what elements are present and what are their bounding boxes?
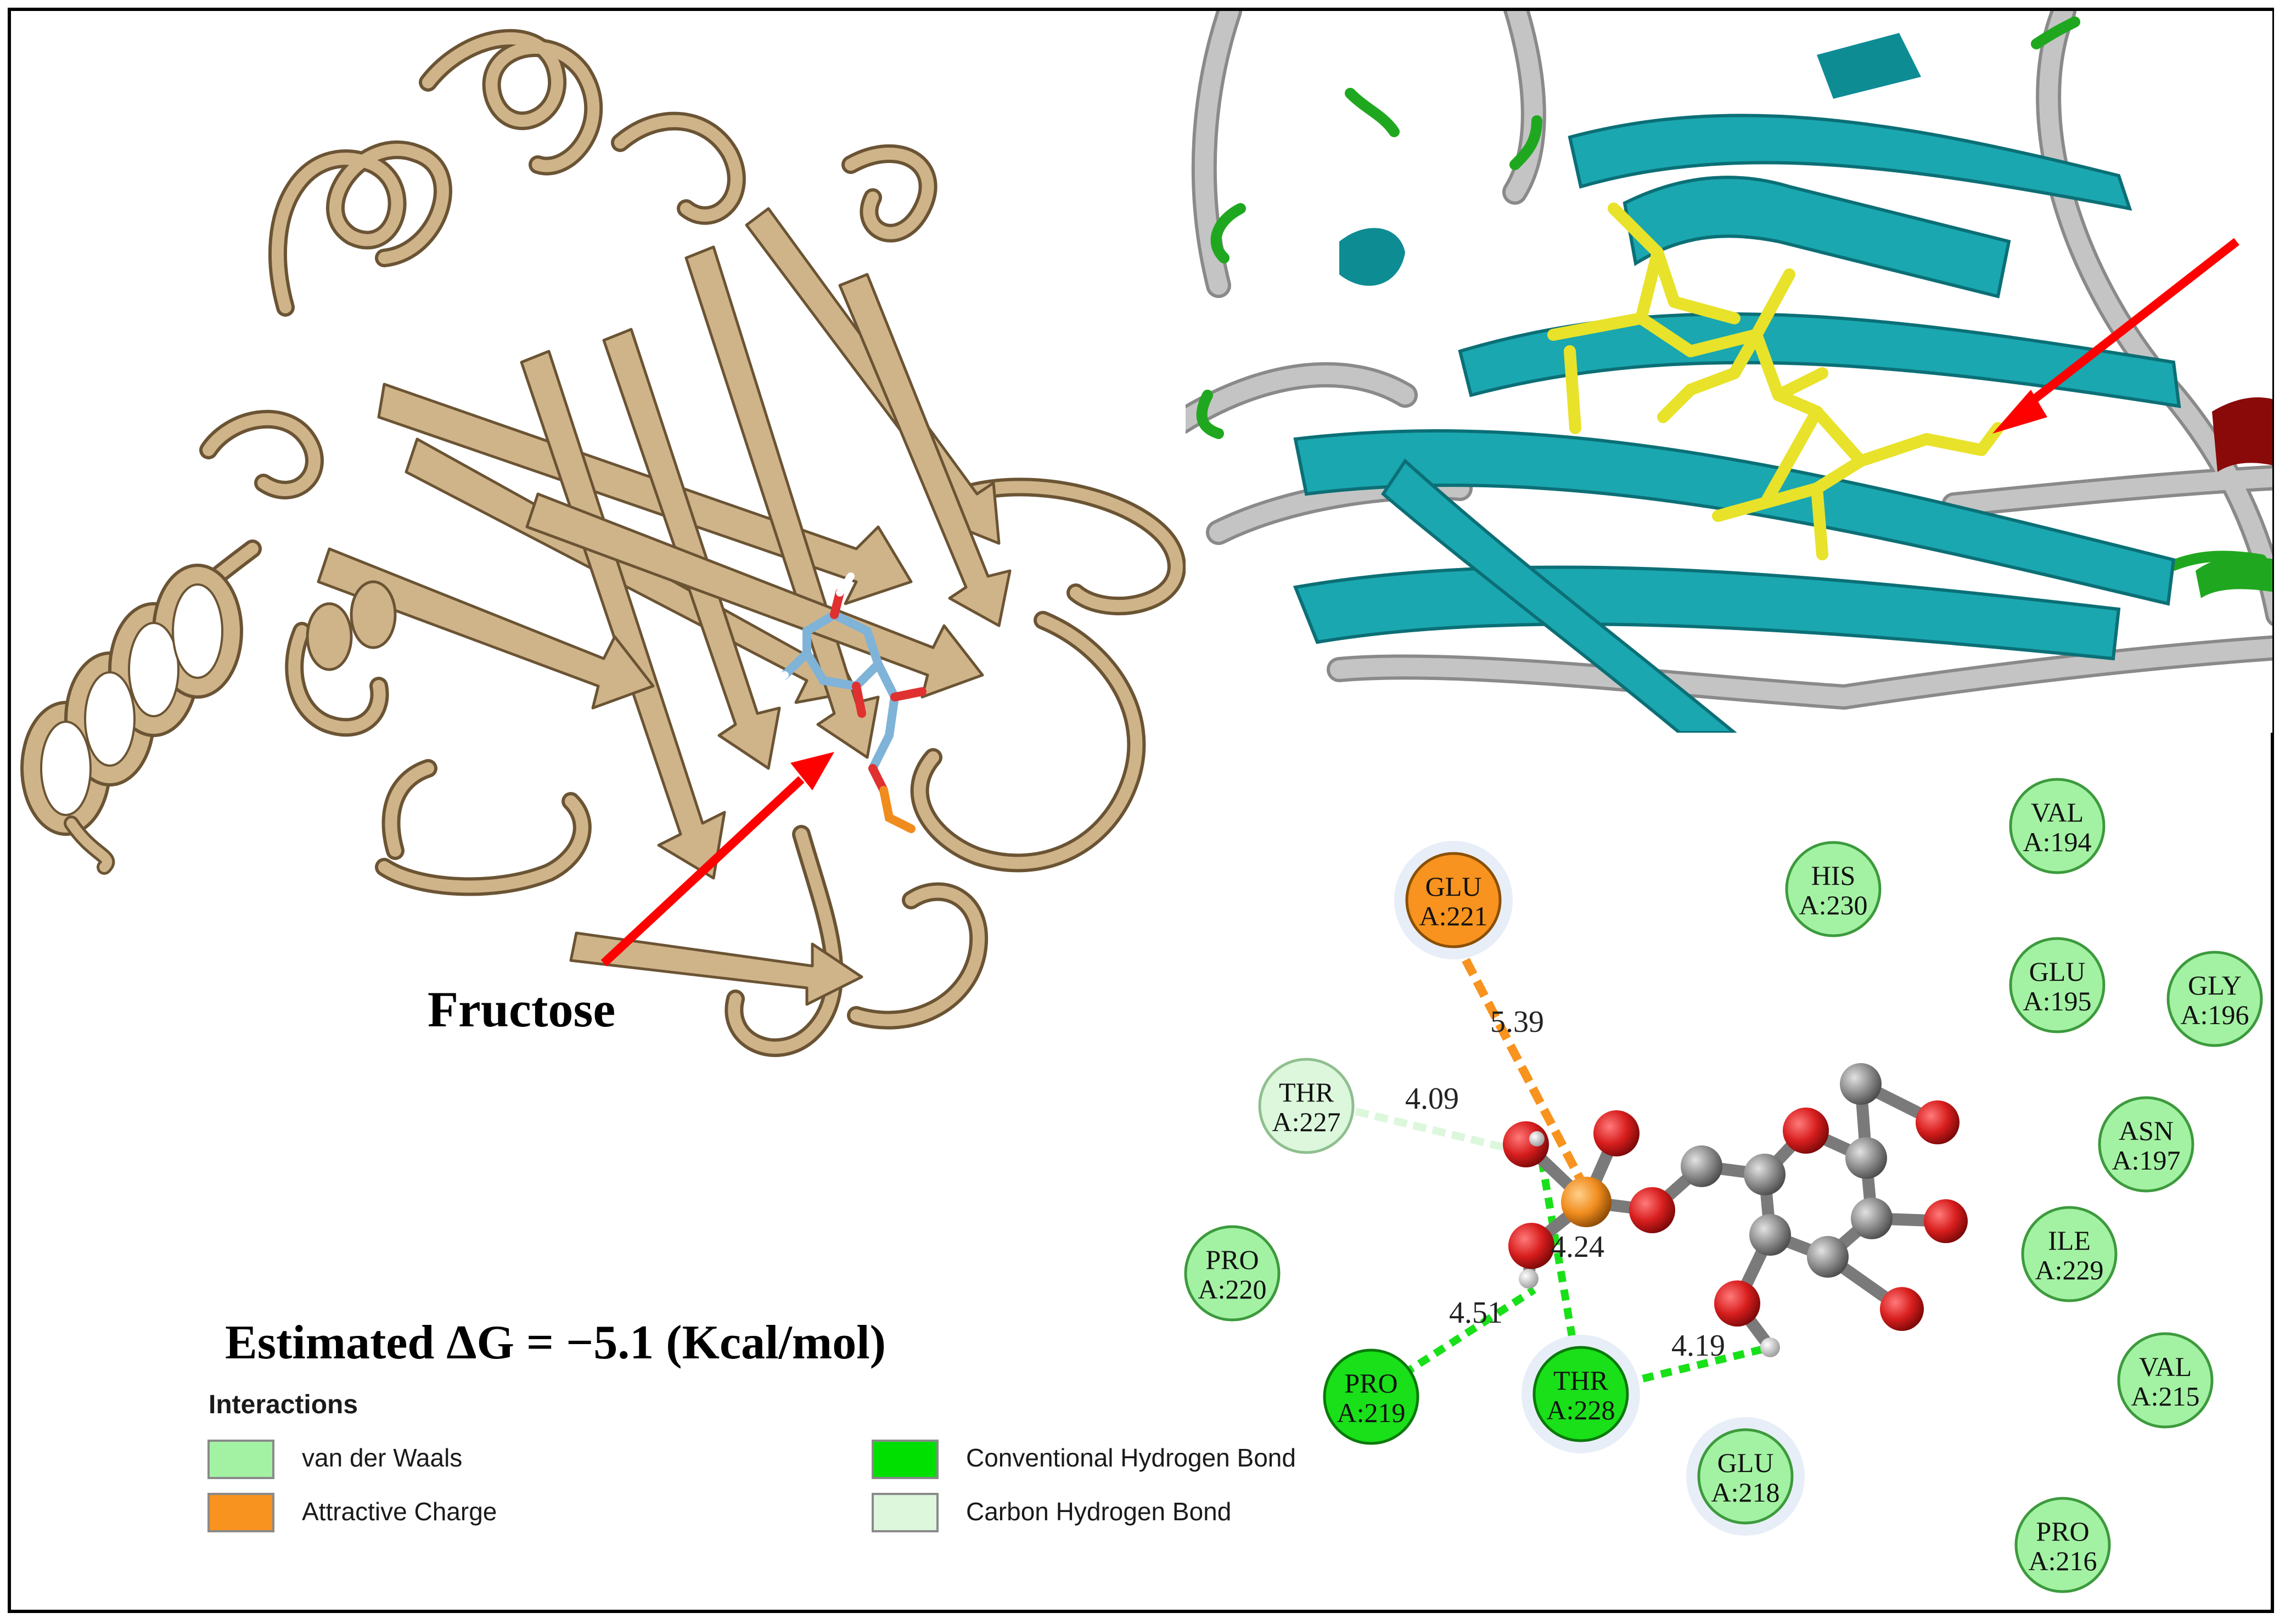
residue-id: A:228	[1547, 1395, 1615, 1425]
legend-item-attractive-charge: Attractive Charge	[207, 1493, 497, 1532]
residue-id: A:194	[2023, 827, 2092, 857]
residue-name: VAL	[2031, 797, 2084, 828]
binding-energy-text: Estimated ΔG = −5.1 (Kcal/mol)	[225, 1316, 886, 1369]
residue-id: A:221	[1419, 901, 1488, 931]
distance-labels: 5.39 4.09 4.24 4.51 4.19	[1405, 1005, 1725, 1363]
protein-ribbon	[20, 29, 1186, 1057]
interaction-map-panel: 5.39 4.09 4.24 4.51 4.19 GLUA:221THRA:22…	[1184, 778, 2263, 1593]
residue-disc	[1405, 852, 1502, 948]
protein-cartoon-panel: Fructose	[20, 29, 1186, 1057]
legend-swatch	[207, 1493, 274, 1532]
fructose-phosphate-molecule	[1503, 1063, 1968, 1357]
legend-swatch	[872, 1440, 939, 1479]
residue-id: A:218	[1711, 1477, 1780, 1508]
residue-disc	[1785, 841, 1882, 937]
residue-name: THR	[1553, 1365, 1609, 1396]
hbond-line-pro219	[1370, 1286, 1536, 1397]
residue-disc	[1697, 1428, 1794, 1525]
residue-disc	[1532, 1346, 1629, 1442]
fructose-arrow	[600, 752, 834, 966]
residue-discs: GLUA:221THRA:227PROA:220PROA:219THRA:228…	[1184, 778, 2263, 1593]
residue-id: A:196	[2181, 999, 2249, 1030]
legend-title: Interactions	[209, 1390, 358, 1419]
legend-label: Conventional Hydrogen Bond	[966, 1443, 1296, 1472]
residue-disc	[1323, 1348, 1419, 1445]
interactions-legend: Interactions van der Waals Attractive Ch…	[207, 1390, 1296, 1532]
distance-label: 4.19	[1671, 1329, 1725, 1363]
residue-disc	[2021, 1206, 2118, 1302]
legend-item-van-der-waals: van der Waals	[207, 1440, 462, 1479]
distance-label: 4.24	[1551, 1230, 1604, 1264]
attractive-charge-line	[1450, 936, 1588, 1188]
legend-label: van der Waals	[302, 1443, 462, 1472]
residue-id: A:220	[1198, 1274, 1267, 1305]
fructose-ligand-sticks	[765, 572, 927, 833]
residue-id: A:215	[2131, 1381, 2200, 1412]
carbon-hbond-line	[1355, 1108, 1527, 1156]
residue-name: GLU	[1717, 1447, 1774, 1478]
residue-id: A:227	[1272, 1106, 1341, 1137]
residue-disc	[2166, 951, 2263, 1047]
ligand-sticks-yellow	[1547, 203, 2004, 560]
residue-id: A:219	[1337, 1397, 1406, 1428]
residue-id: A:230	[1799, 890, 1868, 920]
fructose-label: Fructose	[428, 981, 615, 1037]
residue-name: THR	[1279, 1077, 1334, 1108]
alpha-helix	[20, 564, 243, 875]
hbond-line-thr228-b	[1624, 1344, 1771, 1387]
residue-name: ASN	[2119, 1115, 2174, 1146]
hbond-line-thr228-a	[1539, 1162, 1579, 1357]
residue-disc	[2098, 1096, 2194, 1193]
residue-disc	[1258, 1058, 1355, 1154]
legend-item-carbon-hbond: Carbon Hydrogen Bond	[872, 1493, 1231, 1532]
legend-swatch	[872, 1493, 939, 1532]
legend-item-conventional-hbond: Conventional Hydrogen Bond	[872, 1440, 1296, 1479]
residue-name: PRO	[1344, 1368, 1397, 1398]
residue-name: PRO	[2036, 1516, 2089, 1547]
residue-disc	[2117, 1332, 2214, 1429]
distance-label: 5.39	[1490, 1005, 1544, 1039]
residue-id: A:229	[2035, 1255, 2104, 1285]
residue-name: PRO	[1205, 1244, 1259, 1275]
residue-name: VAL	[2139, 1351, 2192, 1382]
residue-disc	[2014, 1497, 2111, 1593]
distance-label: 4.51	[1449, 1296, 1503, 1330]
residue-disc	[2009, 937, 2106, 1033]
residue-id: A:216	[2029, 1546, 2097, 1576]
residue-id: A:197	[2112, 1145, 2181, 1176]
residue-name: GLU	[1425, 871, 1482, 902]
residue-name: GLY	[2188, 970, 2242, 1001]
residue-id: A:195	[2023, 986, 2092, 1016]
legend-label: Carbon Hydrogen Bond	[966, 1497, 1231, 1526]
residue-disc	[2009, 778, 2106, 874]
distance-label: 4.09	[1405, 1082, 1459, 1116]
residue-name: ILE	[2048, 1225, 2091, 1256]
legend-label: Attractive Charge	[302, 1497, 497, 1526]
closeup-arrow	[1992, 238, 2239, 434]
legend-swatch	[207, 1440, 274, 1479]
binding-site-closeup-panel	[1186, 11, 2272, 733]
residue-name: GLU	[2029, 956, 2086, 987]
residue-name: HIS	[1811, 860, 1856, 891]
residue-disc	[1184, 1225, 1281, 1322]
interaction-lines	[1355, 936, 1771, 1397]
